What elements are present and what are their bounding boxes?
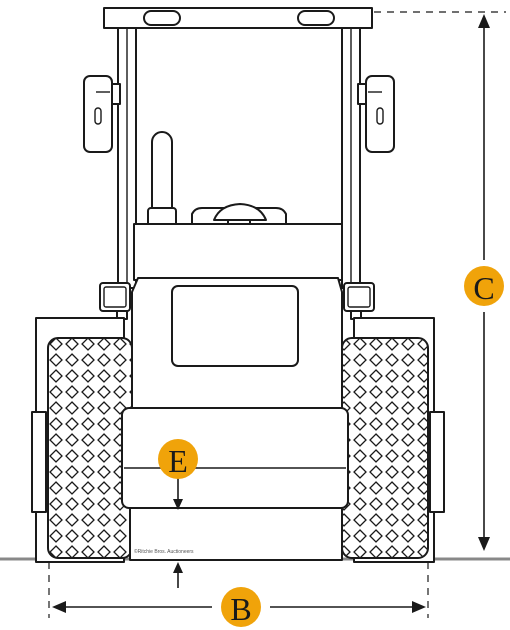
left-side-step bbox=[31, 411, 47, 513]
left-mirror bbox=[83, 75, 121, 153]
left-headlight bbox=[99, 282, 131, 320]
svg-text:E: E bbox=[168, 443, 188, 479]
label-b-badge: B bbox=[221, 587, 261, 627]
right-headlight bbox=[343, 282, 375, 320]
right-mirror bbox=[357, 75, 395, 153]
right-tire bbox=[341, 337, 429, 559]
cab-body bbox=[133, 223, 343, 281]
left-tire bbox=[47, 337, 133, 559]
right-side-step bbox=[429, 411, 445, 513]
svg-text:C: C bbox=[473, 270, 494, 306]
label-e-badge: E bbox=[158, 439, 198, 479]
hood-grille bbox=[171, 285, 299, 367]
svg-text:B: B bbox=[230, 591, 251, 627]
dimension-e-clearance bbox=[173, 476, 183, 588]
cab-frame bbox=[117, 27, 361, 289]
lower-frame bbox=[129, 507, 343, 561]
cab-roof bbox=[103, 7, 373, 29]
front-bumper bbox=[121, 407, 349, 509]
label-c-badge: C bbox=[464, 266, 504, 306]
copyright-text: ©Ritchie Bros. Auctioneers bbox=[134, 548, 194, 555]
